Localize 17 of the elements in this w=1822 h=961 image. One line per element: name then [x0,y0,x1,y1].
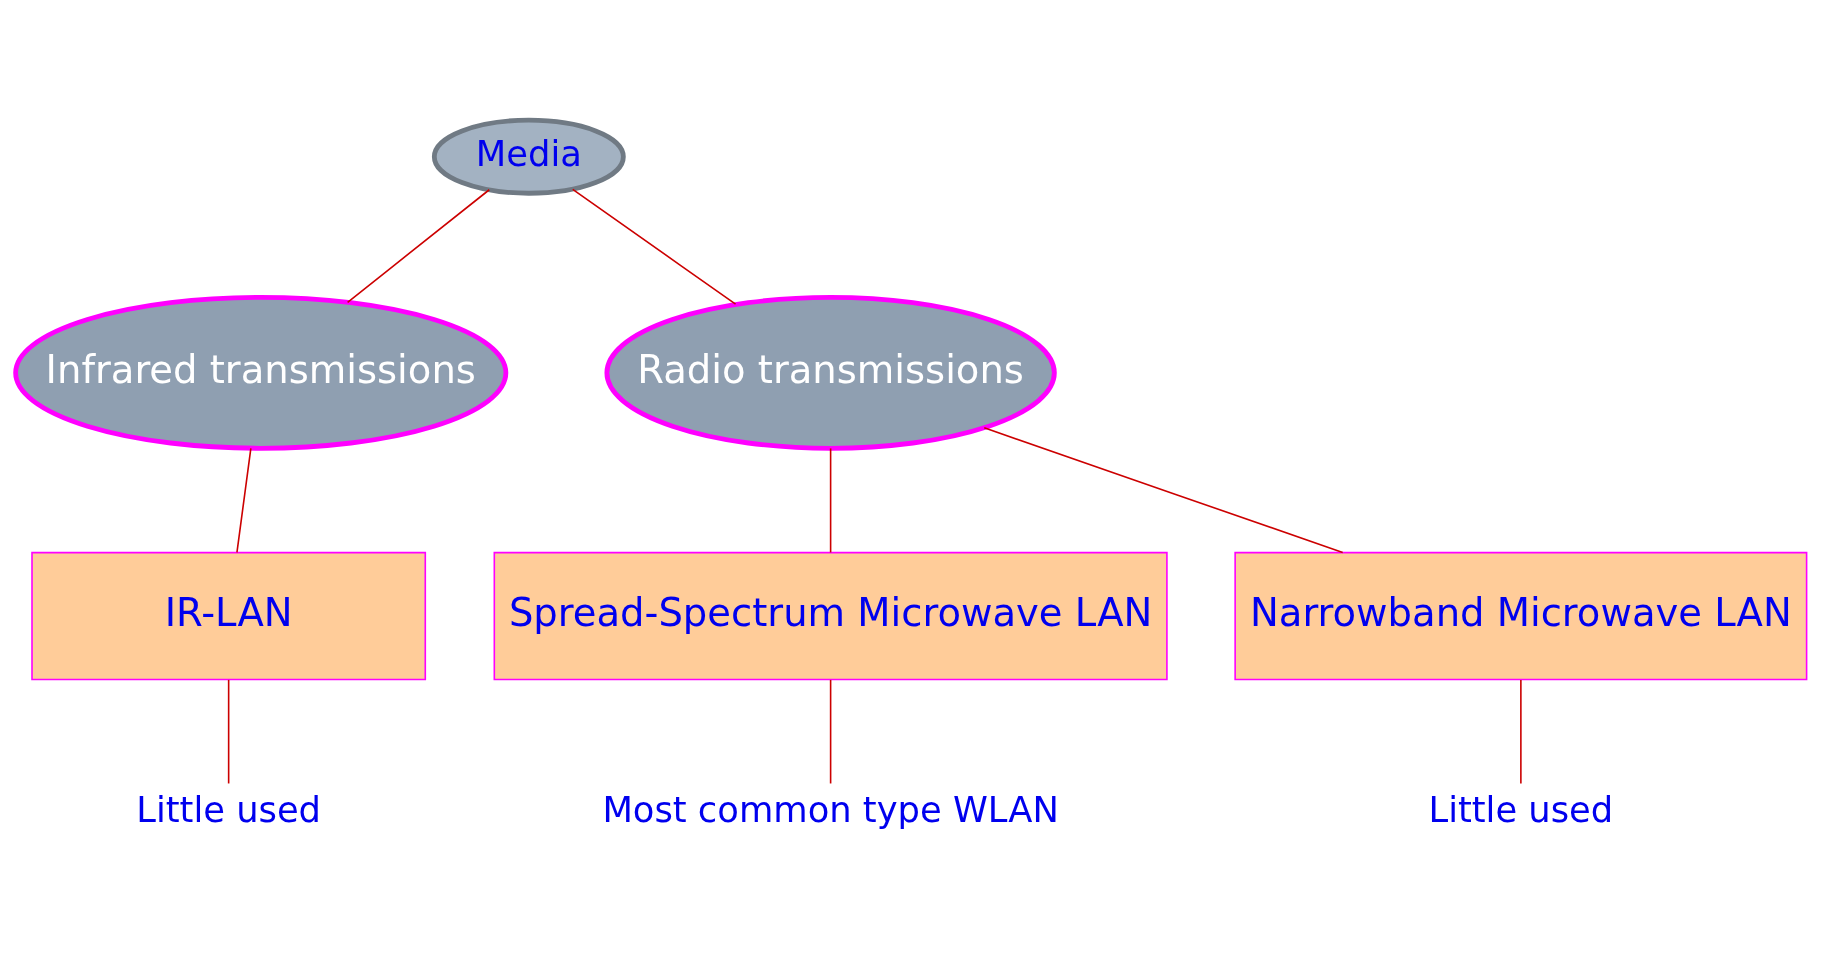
node-ellipse: Infrared transmissions [13,294,509,451]
connector [829,678,832,784]
connector [983,426,1344,553]
node-ellipse: Radio transmissions [604,294,1057,451]
connector [829,447,832,553]
node-box: IR-LAN [31,551,427,680]
node-text: Most common type WLAN [602,788,1059,830]
node-ellipse: Media [431,117,626,196]
connector [346,188,491,303]
connector [236,447,252,553]
connector [1520,678,1522,784]
connector [571,188,737,305]
node-box: Spread-Spectrum Microwave LAN [493,551,1168,680]
node-box: Narrowband Microwave LAN [1234,551,1808,680]
connector [227,678,230,784]
node-text: Little used [136,788,322,830]
node-text: Little used [1428,788,1614,830]
